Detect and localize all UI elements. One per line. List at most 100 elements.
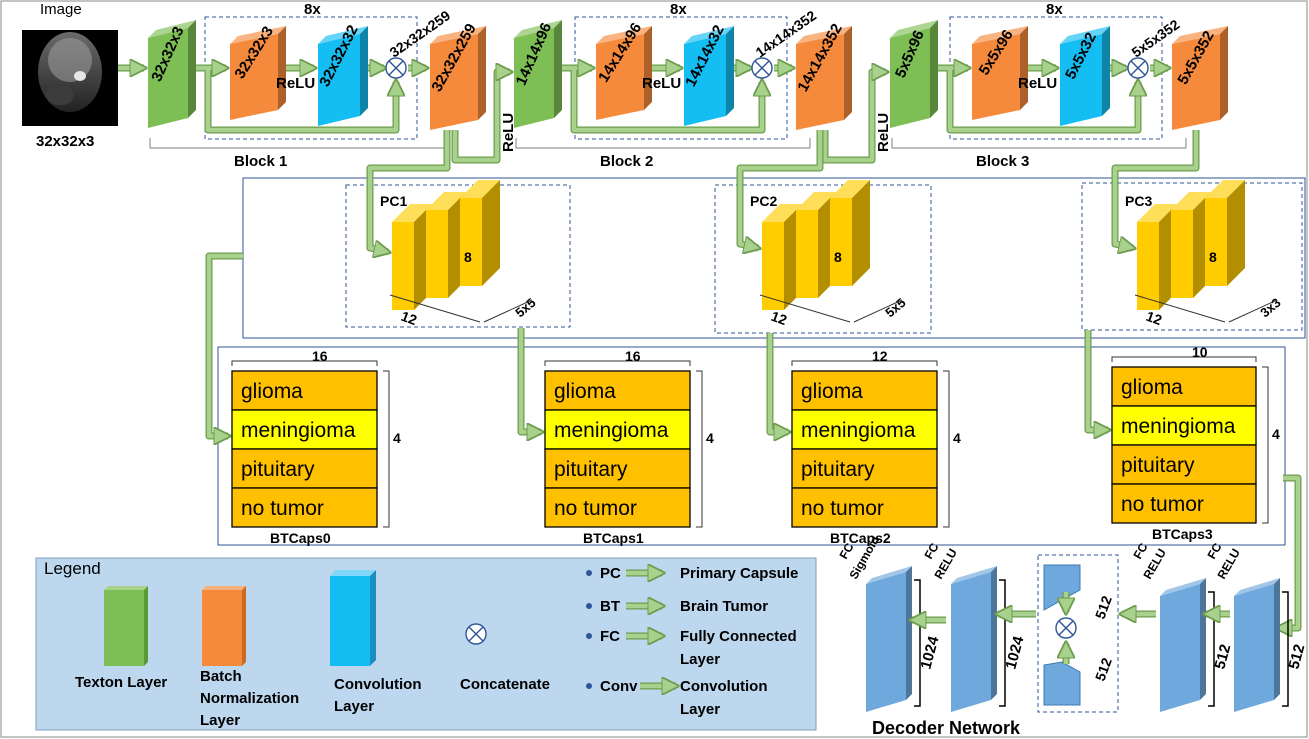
legend-texton-label: Texton Layer [75, 674, 167, 691]
btcaps0-class-0: glioma [241, 380, 303, 403]
block2-repeat: 8x [670, 1, 687, 18]
btcaps0-row-2 [231, 448, 378, 489]
btcaps0-row-0 [231, 370, 378, 411]
legend-bn-label-1: Batch [200, 668, 242, 685]
pc3-count: 12 [1144, 308, 1164, 328]
block3-bracket [891, 138, 1187, 149]
btcaps2-row-3 [791, 487, 938, 528]
pc1-depth: 8 [464, 249, 472, 265]
legend-abbrev-3-text-0: Convolution [680, 678, 767, 695]
decoder-fc-1 [951, 566, 997, 712]
block3-repeat: 8x [1046, 1, 1063, 18]
btcaps2-rows: 4 [953, 430, 961, 446]
block1-name: Block 1 [234, 153, 287, 170]
legend-abbrev-0-bullet [586, 570, 592, 576]
block1-concat-icon [385, 57, 407, 79]
legend-conv-label-2: Layer [334, 698, 374, 715]
decoder-fc-1-fc: FC [921, 540, 941, 561]
input-caption-bottom: 32x32x3 [36, 133, 94, 150]
block3-conv: 5x5x32 [1060, 26, 1110, 126]
btcaps3-class-3: no tumor [1121, 493, 1204, 516]
block1-repeat: 8x [304, 1, 321, 18]
btcaps1-dim: 16 [625, 348, 641, 364]
block2-bn-in: 14x14x96 [595, 20, 652, 120]
block3-relu-label: ReLU [1018, 75, 1057, 92]
btcaps3-rows: 4 [1272, 426, 1280, 442]
legend-abbrev-1-bullet [586, 603, 592, 609]
decoder-fc-1-bracket [999, 579, 1006, 707]
pc1-size-bracket [483, 299, 533, 323]
block2-relu-label: ReLU [642, 75, 681, 92]
btcaps2-feed [766, 333, 788, 436]
decoder-fc-0-size: 1024 [917, 634, 942, 671]
btcaps3-class-0: glioma [1121, 376, 1183, 399]
btcaps0-class-3: no tumor [241, 497, 324, 520]
pc3-name: PC3 [1125, 193, 1152, 209]
block3-bn-in: 5x5x96 [972, 26, 1028, 120]
relu-between-1: ReLU [500, 113, 517, 152]
btcaps0-class-1: meningioma [241, 419, 356, 442]
pc3-capsule-3 [1205, 180, 1245, 286]
btcaps2-class-3: no tumor [801, 497, 884, 520]
btcaps1-rows-bracket [696, 370, 703, 528]
decoder-concat-icon [1055, 617, 1077, 639]
btcaps0-rows-bracket [383, 370, 390, 528]
pc2-depth: 8 [834, 249, 842, 265]
block1-conv: 32x32x32 [316, 22, 368, 126]
decoder-fc-2-bracket [1208, 591, 1215, 707]
btcaps1-name: BTCaps1 [583, 530, 644, 546]
legend-bn-label-2: Normalization [200, 690, 299, 707]
btcaps1-class-1: meningioma [554, 419, 669, 442]
block1-relu-label: ReLU [276, 75, 315, 92]
legend-concat-icon [465, 623, 487, 645]
pc3-size-bracket [1228, 299, 1278, 323]
btcaps3-feed [1084, 330, 1108, 434]
block3-name: Block 3 [976, 153, 1029, 170]
decoder-split-box [1037, 554, 1119, 713]
decoder-fc-3-fc: FC [1204, 540, 1224, 561]
legend-title: Legend [44, 559, 101, 578]
decoder-title: Decoder Network [872, 718, 1021, 738]
block2-concat-icon [751, 57, 773, 79]
legend-abbrev-2-abbr: FC [600, 628, 620, 645]
block3-texton: 5x5x96 [890, 20, 938, 128]
pc3-count-bracket [1134, 294, 1226, 323]
legend-conv-swatch [330, 570, 376, 666]
btcaps2-dim-bracket [791, 360, 938, 366]
decoder-fc-0 [866, 566, 912, 712]
decoder-split-bottom: 512 [1092, 655, 1115, 683]
block2-conv: 14x14x32 [682, 22, 734, 126]
legend-abbrev-2-text-1: Layer [680, 651, 720, 668]
legend-box [35, 557, 817, 731]
pc2-count-bracket [759, 294, 851, 323]
block3-concat-icon [1127, 57, 1149, 79]
pc3-box [1081, 182, 1303, 331]
relu-between-2: ReLU [875, 113, 892, 152]
btcaps3-dim: 10 [1192, 344, 1208, 360]
btcaps0-row-1 [231, 409, 378, 450]
legend-abbrev-2-bullet [586, 633, 592, 639]
decoder-fc-2-size: 512 [1211, 642, 1234, 671]
btcaps1-class-3: no tumor [554, 497, 637, 520]
btcaps0-row-3 [231, 487, 378, 528]
decoder-fc-2 [1160, 578, 1206, 712]
btcaps1-row-2 [544, 448, 691, 489]
block1-bn-in: 32x32x3 [230, 23, 286, 120]
btcaps0-class-2: pituitary [241, 458, 315, 481]
block2-bracket [515, 138, 811, 149]
decoder-fc-3-size: 512 [1285, 642, 1308, 671]
block2-texton: 14x14x96 [513, 20, 562, 128]
decoder-fc-1-size: 1024 [1002, 634, 1027, 671]
btcaps3-row-1 [1111, 405, 1257, 446]
block3-bn-out: 5x5x352 [1172, 26, 1228, 130]
pc1-count: 12 [399, 308, 419, 328]
btcaps0-dim: 16 [312, 348, 328, 364]
btcaps-region [217, 346, 1286, 546]
pc2-size-bracket [853, 299, 903, 323]
decoder-split-top: 512 [1092, 593, 1115, 621]
block2-repeat-box [574, 16, 788, 140]
btcaps3-row-2 [1111, 444, 1257, 485]
legend-conv-label-1: Convolution [334, 676, 421, 693]
legend-abbrev-1-abbr: BT [600, 598, 620, 615]
